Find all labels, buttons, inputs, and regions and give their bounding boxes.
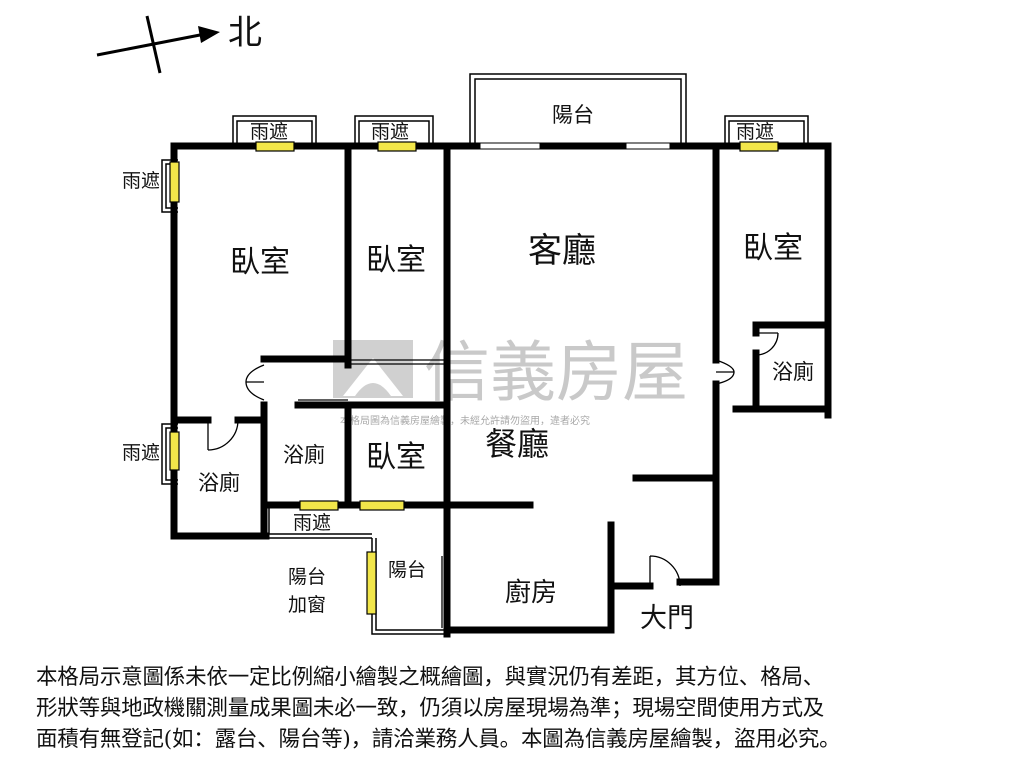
balcony-window-line2: 加窗 (288, 594, 326, 616)
room-living: 客廳 (528, 231, 596, 271)
room-main-door: 大門 (640, 603, 694, 634)
room-bedroom-east: 臥室 (743, 231, 803, 266)
room-kitchen: 廚房 (505, 578, 557, 608)
room-bath-east: 浴廁 (772, 360, 814, 384)
awning-top-left: 雨遮 (250, 121, 288, 143)
awning-side-lower: 雨遮 (122, 442, 160, 464)
watermark: 信義房屋 本格局圖為信義房屋繪製，未經允許請勿盜用，違者必究 (333, 334, 688, 427)
sliding-doors (479, 142, 671, 150)
room-bedroom-small: 臥室 (366, 440, 426, 475)
room-bedroom-middle: 臥室 (366, 243, 426, 278)
room-dining: 餐廳 (485, 425, 549, 463)
room-bedroom-west: 臥室 (230, 245, 290, 280)
disclaimer-line3: 面積有無登記(如：露台、陽台等)，請洽業務人員。本圖為信義房屋繪製，盜用必究。 (36, 727, 841, 752)
compass: 北 (96, 13, 262, 74)
awning-side-upper: 雨遮 (122, 170, 160, 192)
watermark-notice: 本格局圖為信義房屋繪製，未經允許請勿盜用，違者必究 (340, 414, 590, 427)
floor-plan: 北 信義房屋 本格局圖為信義房屋繪製，未經允許請勿盜用，違者必究 (96, 13, 832, 638)
awning-top-mid: 雨遮 (371, 121, 409, 143)
north-label: 北 (228, 13, 262, 53)
windows (169, 141, 779, 615)
balcony-top: 陽台 (552, 103, 594, 127)
awning-top-right: 雨遮 (736, 121, 774, 143)
balcony-window-line1: 陽台 (288, 566, 326, 588)
room-bath-mid: 浴廁 (283, 443, 325, 467)
disclaimer: 本格局示意圖係未依一定比例縮小繪製之概繪圖，與實況仍有差距，其方位、格局、 形狀… (36, 662, 1011, 755)
room-bath-west: 浴廁 (198, 471, 240, 495)
balcony-bottom: 陽台 (388, 559, 426, 581)
room-labels: 客廳 餐廳 廚房 臥室 臥室 臥室 臥室 浴廁 浴廁 浴廁 大門 陽台 陽台 陽… (122, 103, 814, 634)
watermark-brand: 信義房屋 (424, 334, 688, 411)
disclaimer-line2: 形狀等與地政機關測量成果圖未必一致，仍須以房屋現場為準；現場空間使用方式及 (36, 696, 825, 721)
disclaimer-line1: 本格局示意圖係未依一定比例縮小繪製之概繪圖，與實況仍有差距，其方位、格局、 (36, 665, 825, 690)
house-logo-icon (333, 340, 413, 398)
awning-bottom: 雨遮 (293, 512, 331, 534)
door-swings (207, 332, 779, 628)
